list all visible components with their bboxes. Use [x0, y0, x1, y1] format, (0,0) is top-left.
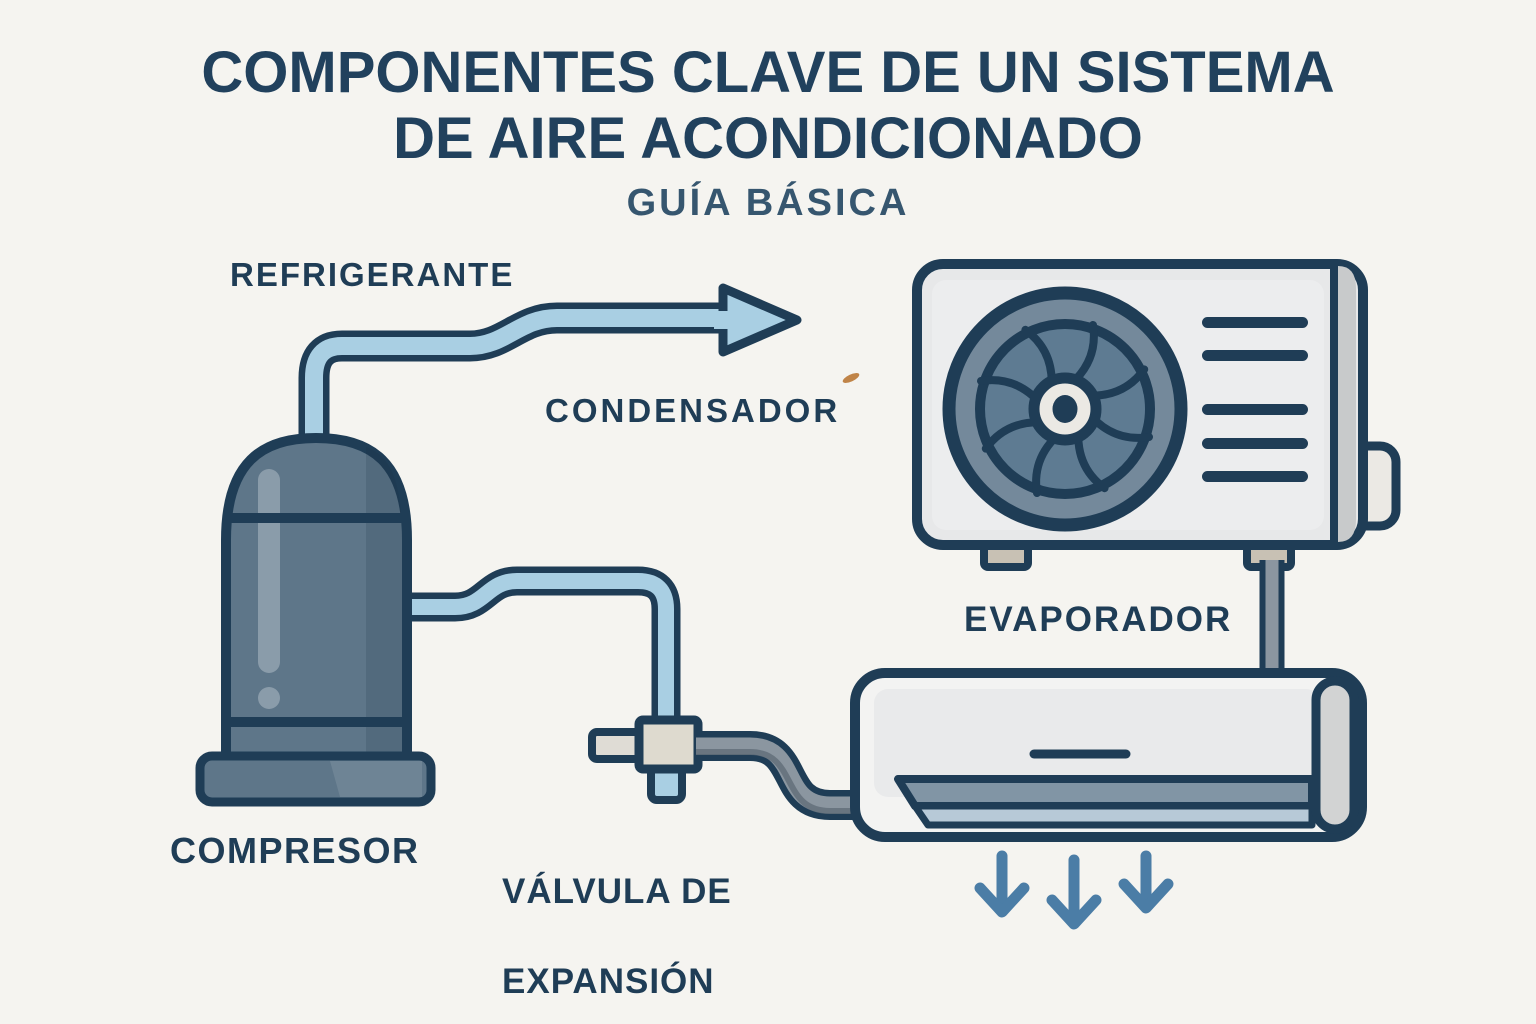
evaporator-vent-upper [894, 775, 1316, 810]
condenser-vent-slots [1202, 317, 1308, 482]
page-subtitle: GUÍA BÁSICA [626, 182, 910, 224]
label-valvula-line2: EXPANSIÓN [502, 962, 715, 1001]
expansion-valve-icon [588, 715, 703, 804]
condenser-side-strip [1334, 266, 1356, 542]
evaporator-end-cap [1311, 676, 1359, 834]
refrigerant-pipe-arrow-icon [298, 283, 802, 470]
down-arrow-icon [1046, 854, 1102, 930]
page-title-line2: DE AIRE ACONDICIONADO [393, 106, 1143, 171]
condenser-unit-icon [912, 259, 1401, 571]
evaporator-unit-icon [850, 668, 1367, 842]
tank-base [195, 751, 436, 807]
label-condensador: CONDENSADOR [545, 392, 841, 429]
title-block: COMPONENTES CLAVE DE UN SISTEMA DE AIRE … [0, 40, 1536, 225]
airflow-down-arrows-icon [974, 850, 1174, 930]
valve-body [634, 715, 703, 774]
label-evaporador: EVAPORADOR [964, 600, 1233, 639]
down-arrow-icon [1118, 850, 1174, 914]
label-valvula-expansion: VÁLVULA DE EXPANSIÓN [502, 824, 732, 1024]
label-compresor: COMPRESOR [170, 830, 420, 871]
flow-arrowhead-icon [718, 283, 802, 357]
label-valvula-line1: VÁLVULA DE [502, 872, 732, 911]
fan-icon [942, 286, 1188, 532]
label-refrigerante: REFRIGERANTE [230, 256, 515, 293]
evaporator-vent-lower [911, 802, 1316, 829]
valve-to-evaporator-pipe [696, 731, 880, 820]
tank-to-valve-pipe [398, 566, 681, 762]
down-arrow-icon [974, 850, 1030, 918]
page-title-line1: COMPONENTES CLAVE DE UN SISTEMA [201, 40, 1335, 105]
leaf-accent-icon [842, 373, 860, 383]
compressor-tank-icon [195, 433, 436, 807]
